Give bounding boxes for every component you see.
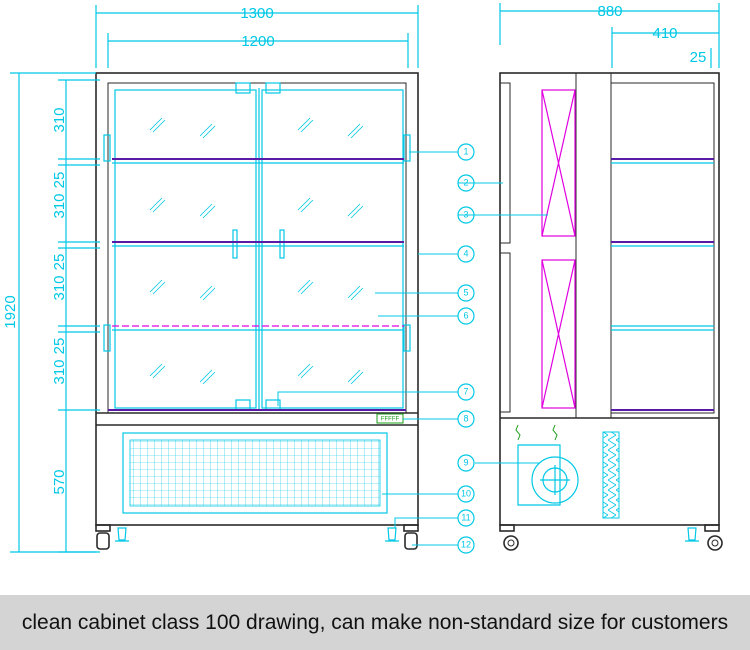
callout-2: 2 — [457, 174, 475, 192]
dim-front-1200: 1200 — [107, 33, 409, 68]
callout-1: 1 — [457, 143, 475, 161]
leveling-foot — [685, 527, 699, 542]
left-glass-door — [114, 89, 257, 409]
svg-text:2: 2 — [463, 177, 468, 187]
dim-label-25: 25 — [51, 338, 68, 355]
leveling-foot — [385, 527, 399, 542]
front-view: 1300 1200 — [95, 5, 419, 550]
caster — [96, 532, 110, 550]
svg-text:6: 6 — [463, 310, 468, 320]
dim-label-1920: 1920 — [2, 295, 19, 328]
svg-text:7: 7 — [463, 386, 468, 396]
callout-10: 10 — [457, 485, 475, 503]
callout-9: 9 — [457, 454, 475, 472]
pre-filter — [602, 431, 620, 519]
dim-label-310: 310 — [51, 107, 68, 132]
svg-text:9: 9 — [463, 457, 468, 467]
callout-11: 11 — [457, 509, 475, 527]
dim-label-25: 25 — [51, 254, 68, 271]
callout-3: 3 — [457, 206, 475, 224]
svg-text:12: 12 — [461, 539, 471, 549]
callout-7: 7 — [457, 383, 475, 401]
caster — [707, 535, 723, 551]
callout-5: 5 — [457, 284, 475, 302]
caption-text: clean cabinet class 100 drawing, can mak… — [21, 610, 729, 634]
dim-label-410: 410 — [652, 25, 677, 42]
door-handle — [279, 229, 285, 259]
svg-text:10: 10 — [461, 488, 471, 498]
vertical-dimensions: 1920 310 25 310 25 310 25 310 570 — [2, 72, 100, 553]
dim-label-1200: 1200 — [241, 33, 274, 50]
air-grille-frame — [122, 432, 388, 514]
door-handle — [232, 229, 238, 259]
dim-label-25: 25 — [51, 172, 68, 189]
control-panel-label: FFFFF — [381, 417, 400, 423]
blower-fan — [515, 424, 579, 506]
svg-text:8: 8 — [463, 413, 468, 423]
air-grille — [129, 439, 381, 507]
glass-reflections — [149, 117, 364, 385]
right-glass-door — [261, 89, 404, 409]
callout-12: 12 — [457, 536, 475, 554]
caster — [503, 535, 519, 551]
front-upper-compartment — [107, 82, 407, 414]
cabinet-drawing: 1300 1200 — [2, 3, 723, 554]
callout-4: 4 — [457, 245, 475, 263]
dim-label-25-side: 25 — [690, 49, 707, 66]
dim-label-570: 570 — [51, 469, 68, 494]
caster — [404, 532, 418, 550]
dim-label-1300: 1300 — [240, 5, 273, 22]
callout-8: 8 — [457, 410, 475, 428]
dim-label-310: 310 — [51, 359, 68, 384]
svg-text:1: 1 — [463, 146, 468, 156]
front-shelves — [108, 158, 406, 411]
front-cabinet-frame — [95, 72, 419, 526]
hepa-filter-lower — [541, 259, 576, 409]
callouts: 1 2 3 4 5 6 7 8 9 10 11 12 — [277, 143, 548, 554]
dim-front-1300: 1300 — [95, 5, 419, 68]
leveling-foot — [115, 527, 129, 542]
svg-text:5: 5 — [463, 287, 468, 297]
svg-text:3: 3 — [463, 209, 468, 219]
side-view: 880 410 25 — [499, 3, 723, 551]
side-shelves — [611, 158, 714, 411]
svg-text:11: 11 — [461, 512, 470, 522]
caption-bar: clean cabinet class 100 drawing, can mak… — [0, 595, 750, 650]
hepa-filter-upper — [541, 89, 576, 237]
dim-label-310: 310 — [51, 275, 68, 300]
dim-label-880: 880 — [597, 3, 622, 20]
callout-6: 6 — [457, 307, 475, 325]
dim-label-310: 310 — [51, 193, 68, 218]
svg-text:4: 4 — [463, 248, 468, 258]
